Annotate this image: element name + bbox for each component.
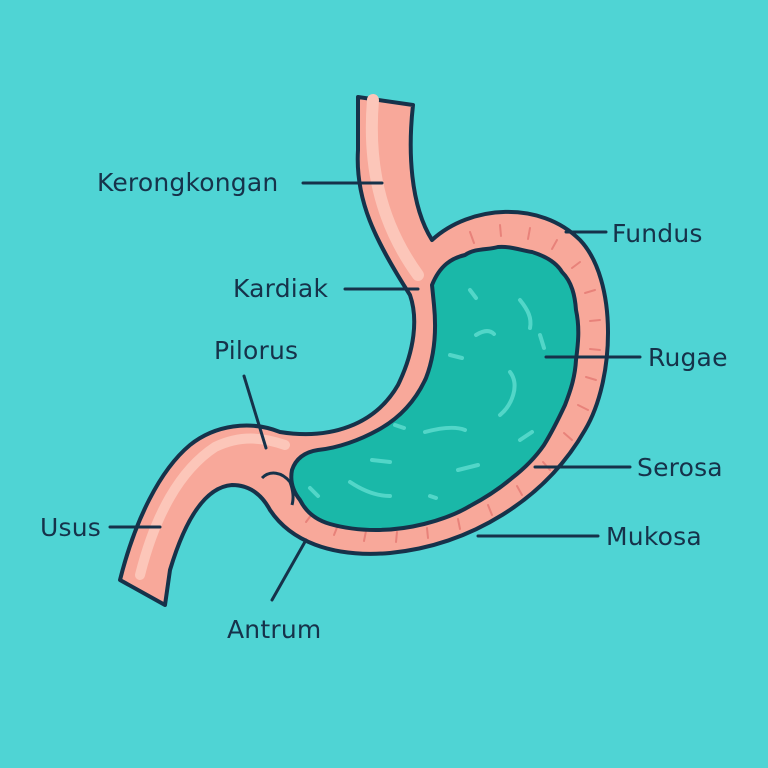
label-fundus: Fundus [612, 219, 703, 248]
label-usus: Usus [40, 513, 101, 542]
label-rugae: Rugae [648, 343, 728, 372]
label-serosa: Serosa [637, 453, 723, 482]
pyloric-sphincter [260, 471, 295, 506]
label-pilorus: Pilorus [214, 336, 299, 365]
leader-pilorus [242, 374, 268, 450]
label-mukosa: Mukosa [606, 522, 702, 551]
label-kardiak: Kardiak [233, 274, 329, 303]
leader-lines [108, 181, 642, 602]
esophagus-highlight [365, 94, 424, 281]
lumen-highlights [308, 288, 546, 500]
stomach-lumen [289, 244, 581, 532]
label-kerongkongan: Kerongkongan [97, 168, 279, 197]
label-antrum: Antrum [227, 615, 322, 644]
intestine-highlight [135, 433, 290, 580]
leader-antrum [270, 538, 308, 602]
